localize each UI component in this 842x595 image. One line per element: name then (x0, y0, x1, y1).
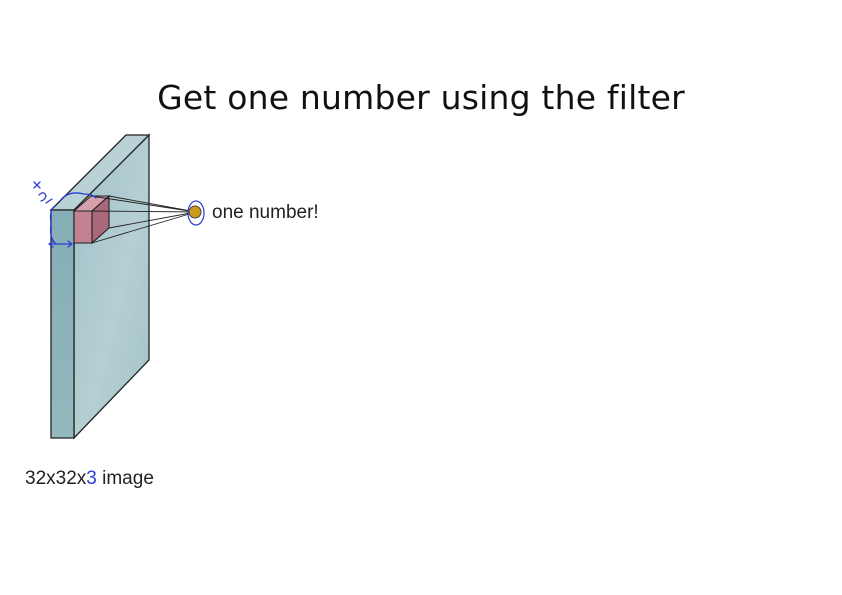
filter-size-annotation (33, 181, 97, 248)
input-volume-icon (49, 133, 151, 440)
output-label: one number! (212, 202, 319, 223)
slide-title: Get one number using the filter (157, 78, 685, 117)
projection-lines (90, 195, 197, 244)
caption-dimensions: 32x32x (25, 468, 87, 489)
caption-suffix: image (96, 468, 154, 489)
output-dot-icon (187, 200, 205, 226)
volume-front-face (50, 209, 75, 439)
filter-front-face (73, 210, 93, 244)
input-volume-caption: 32x32x3 image (25, 468, 154, 490)
caption-depth: 3 (86, 468, 97, 489)
filter-cube-icon (72, 194, 111, 245)
